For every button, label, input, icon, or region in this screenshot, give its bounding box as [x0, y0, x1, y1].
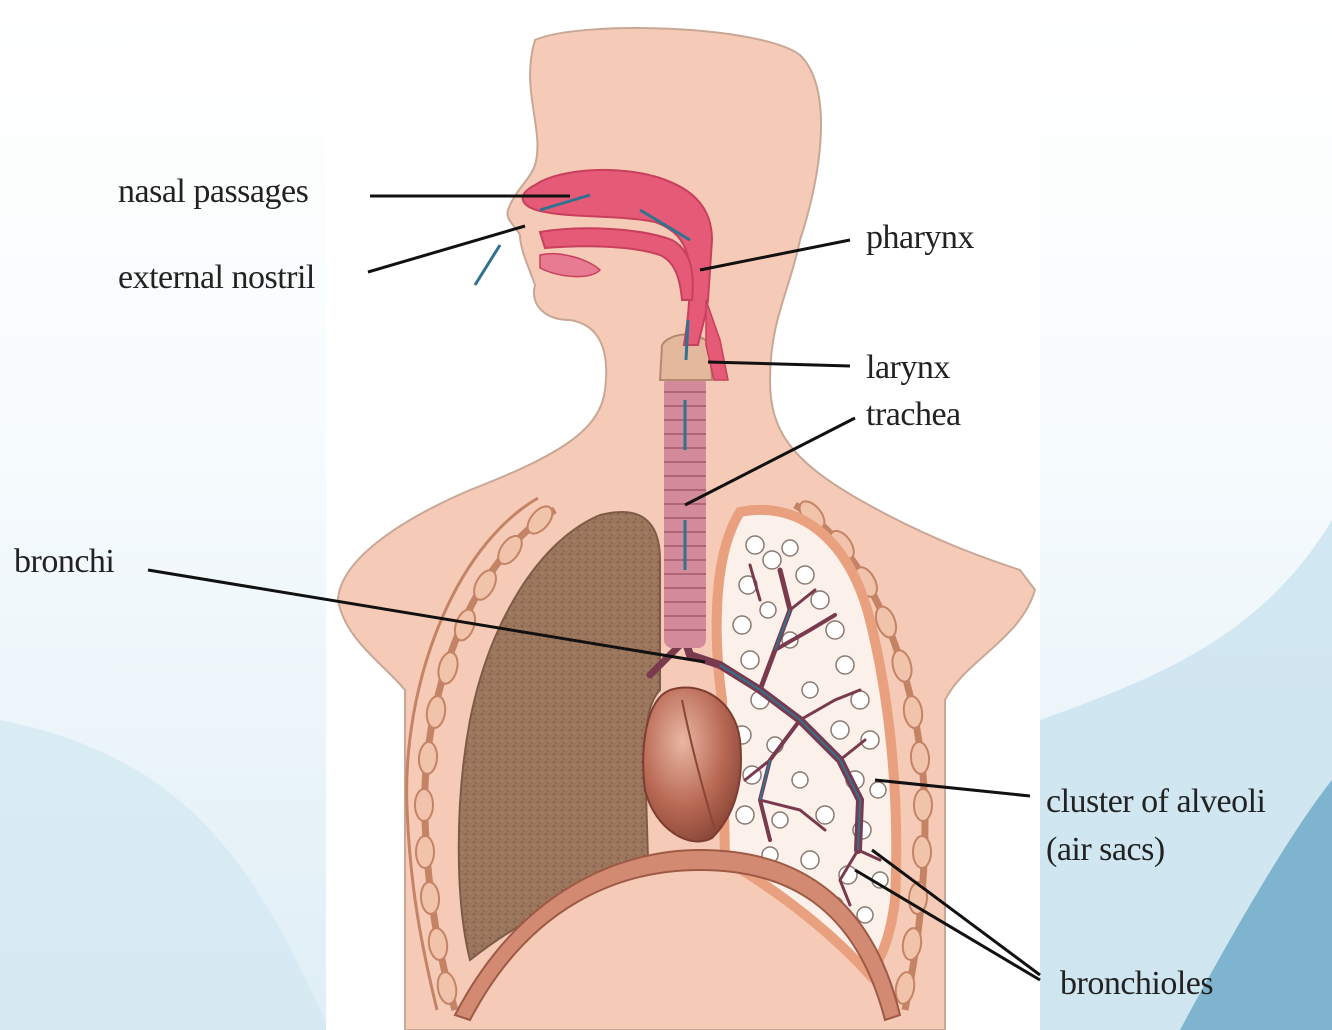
label-nasal-passages: nasal passages: [118, 170, 308, 214]
label-bronchioles: bronchioles: [1060, 962, 1213, 1006]
label-trachea: trachea: [866, 393, 961, 437]
label-alveoli-line1: cluster of alveoli: [1046, 780, 1265, 824]
heart: [643, 687, 741, 841]
label-external-nostril: external nostril: [118, 256, 315, 300]
label-larynx: larynx: [866, 346, 950, 390]
label-pharynx: pharynx: [866, 216, 974, 260]
label-alveoli-line2: (air sacs): [1046, 828, 1165, 872]
label-bronchi: bronchi: [14, 540, 114, 584]
